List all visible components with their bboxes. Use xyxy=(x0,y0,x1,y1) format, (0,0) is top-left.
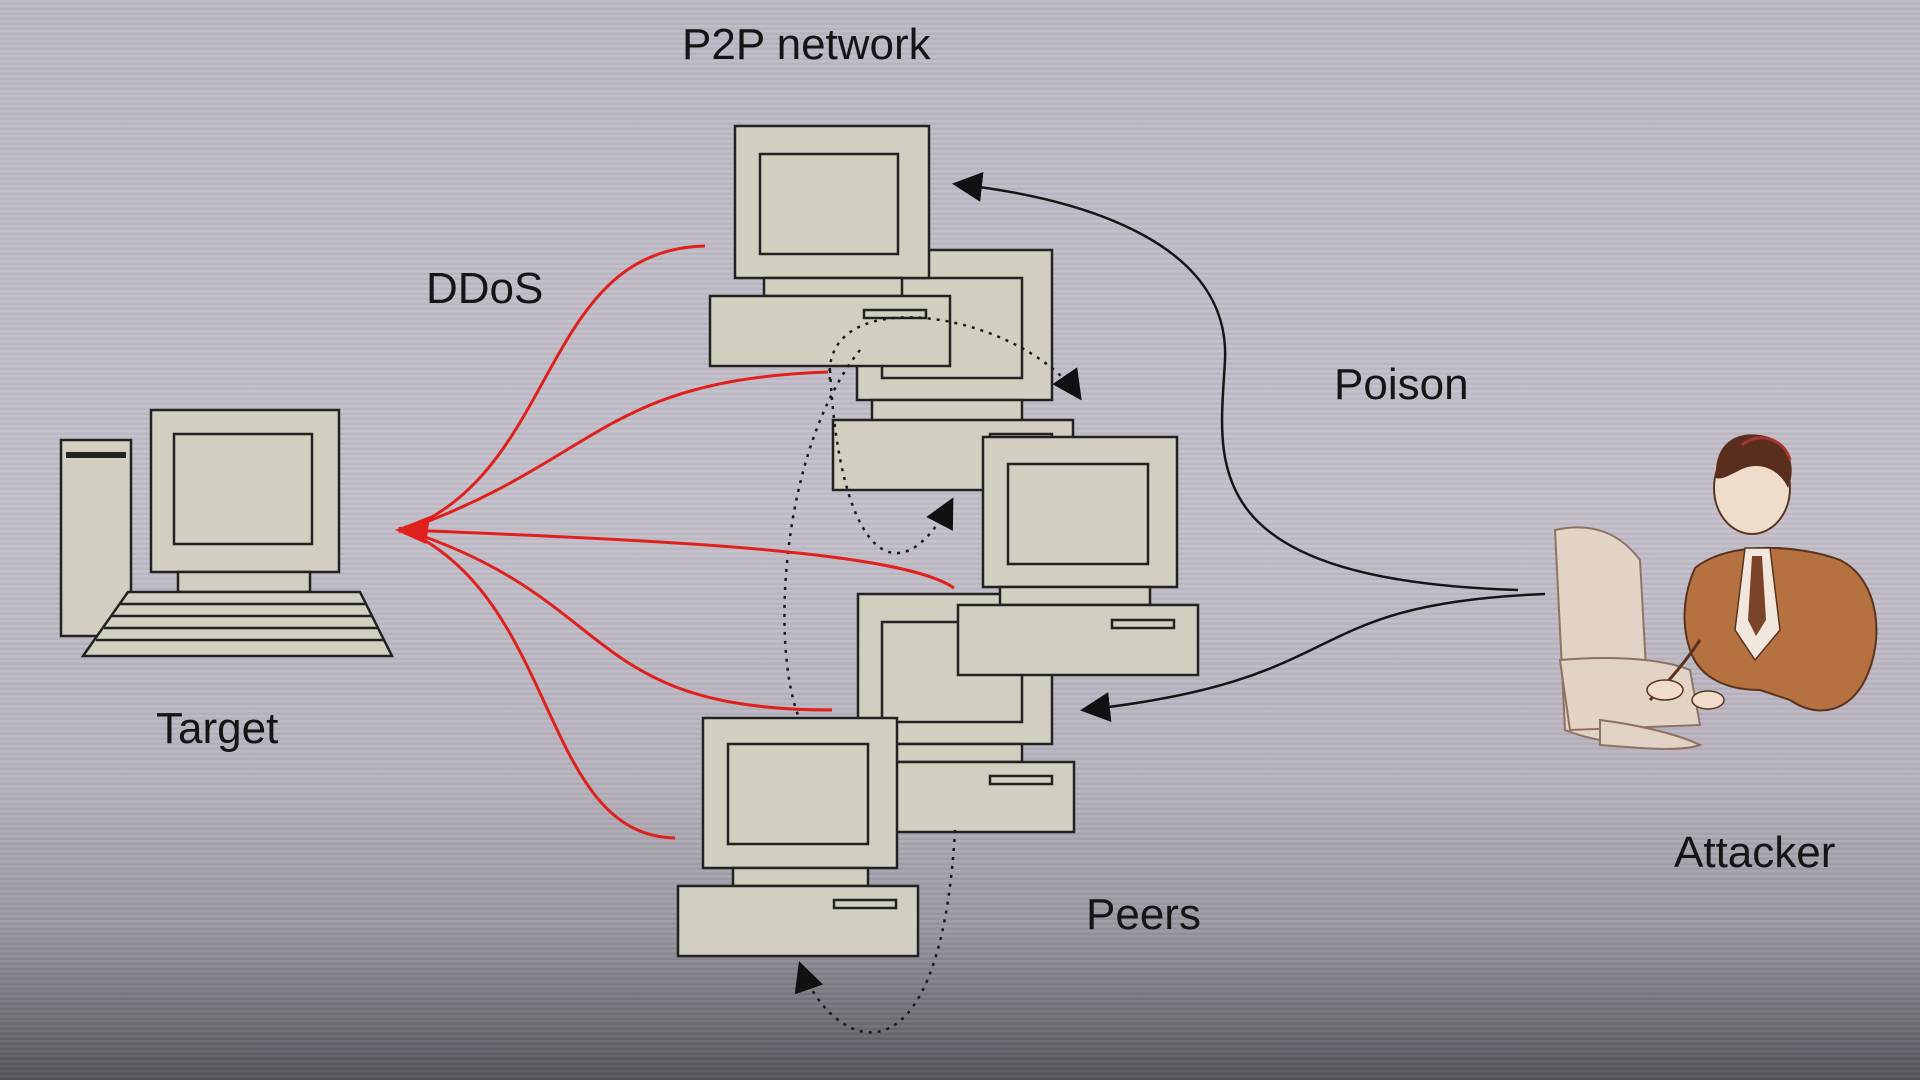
diagram-title: P2P network xyxy=(682,20,931,69)
peer-links xyxy=(783,316,1082,1034)
ddos-label: DDoS xyxy=(426,264,544,313)
peer-computer-icon xyxy=(708,124,952,368)
poison-label: Poison xyxy=(1334,360,1469,409)
attacker-label: Attacker xyxy=(1674,828,1836,877)
ddos-arrows xyxy=(397,244,955,840)
ddos-arrowhead xyxy=(395,516,430,544)
attacker-person-icon xyxy=(1553,434,1878,750)
peer-computer-icon xyxy=(956,435,1200,677)
poison-arrows xyxy=(952,172,1546,722)
target-label: Target xyxy=(156,704,279,753)
target-computer-icon xyxy=(59,408,395,658)
peer-computer-icon xyxy=(676,716,920,958)
peers-label: Peers xyxy=(1086,890,1201,939)
